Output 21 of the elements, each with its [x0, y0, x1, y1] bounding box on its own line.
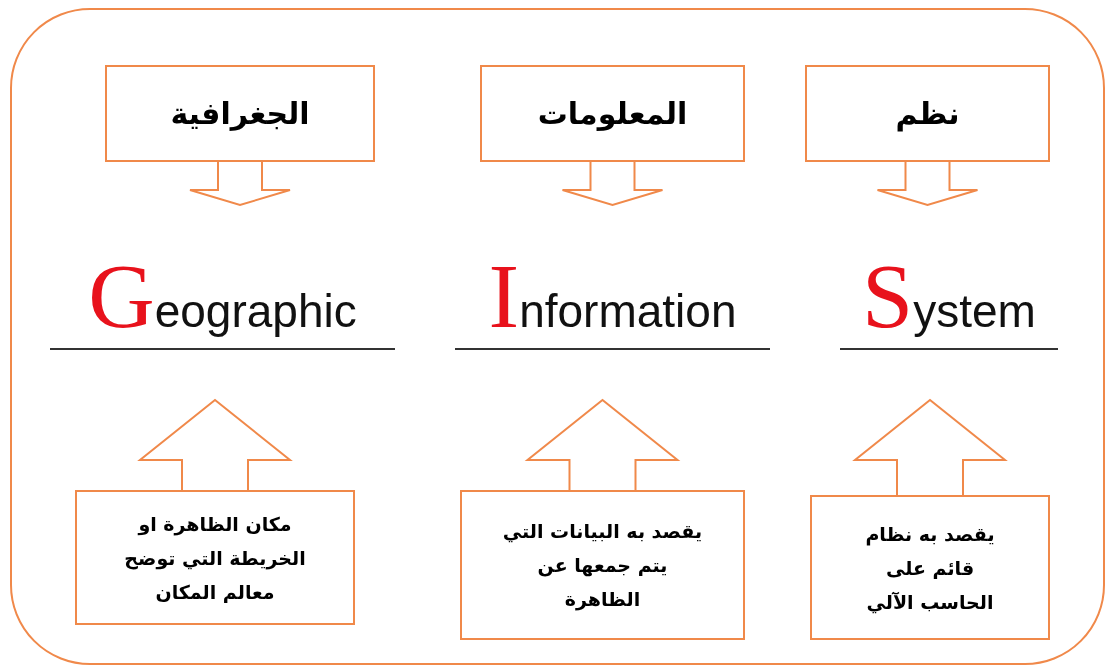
title-box [480, 65, 745, 162]
arabic-description: يقصد به نظام قائم على الحاسب الآلي [864, 521, 996, 616]
block-arrow [852, 398, 1008, 496]
description-box [810, 495, 1050, 640]
description-box [460, 490, 745, 640]
block-arrow [137, 398, 293, 491]
title-box [805, 65, 1050, 162]
block-arrow [189, 161, 291, 207]
heading-word: Information [455, 205, 770, 400]
arabic-description: يقصد به البيانات التي يتم جمعها عن الظاهرة [501, 519, 704, 613]
title-box [105, 65, 375, 162]
arabic-title: نظم [895, 95, 960, 134]
heading-word: System [840, 205, 1058, 400]
block-arrow [876, 161, 979, 207]
arabic-description: مكان الظاهرة او الخريطة التي توضح معالم المكان [123, 511, 307, 605]
arabic-title: المعلومات [537, 95, 688, 133]
block-arrow [561, 161, 664, 207]
description-box [75, 490, 355, 625]
block-arrow [524, 398, 681, 491]
arabic-title: الجغرافية [170, 95, 310, 133]
heading-word: Geographic [50, 205, 395, 400]
